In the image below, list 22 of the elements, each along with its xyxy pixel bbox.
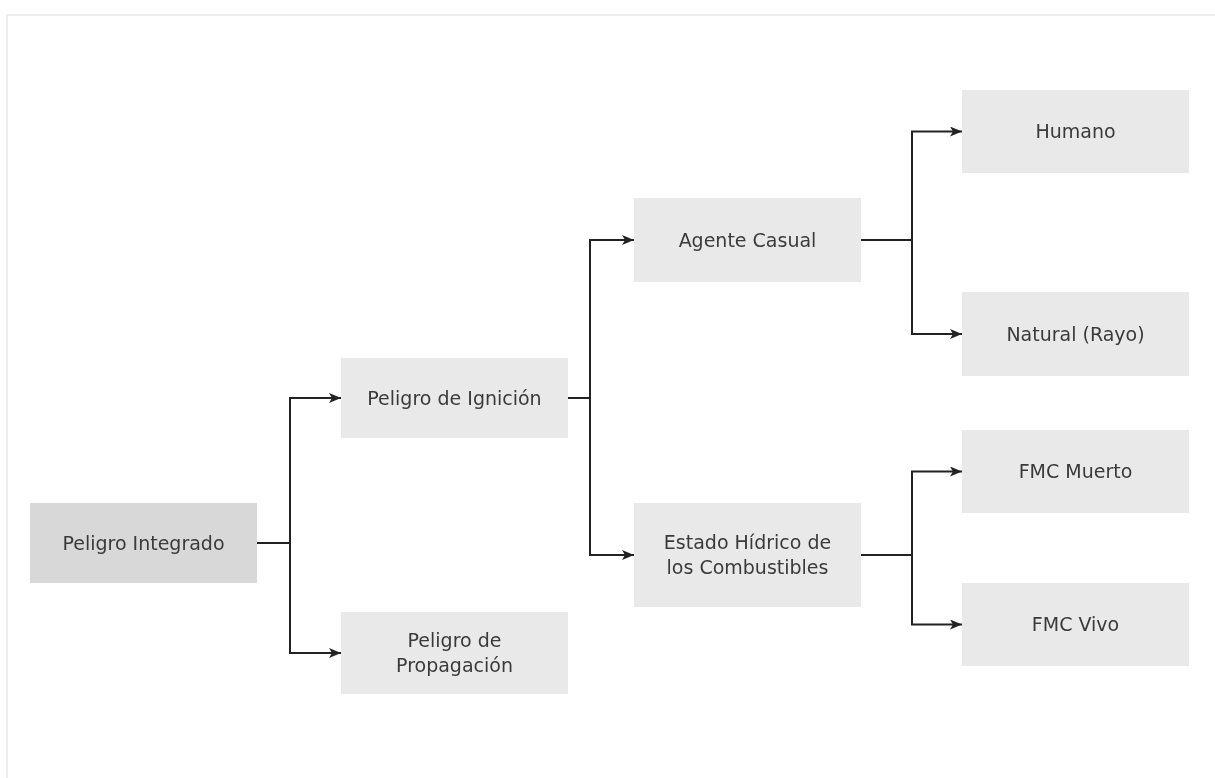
arrow: [860, 554, 963, 630]
process-box: [962, 292, 1189, 376]
box-label: Natural (Rayo): [1006, 321, 1145, 347]
arrow: [256, 542, 342, 658]
box-label: FMC Vivo: [1031, 612, 1120, 637]
process-box: [341, 612, 568, 694]
process-box: [962, 430, 1189, 513]
arrow: [860, 239, 963, 339]
box-label: Estado Hídrico de los Combustibles: [662, 530, 833, 580]
box-label: Peligro de Ignición: [367, 385, 542, 411]
process-box: [341, 358, 568, 438]
box-label: Peligro Integrado: [62, 530, 225, 556]
box-label: Agente Casual: [678, 227, 817, 253]
box-label: FMC Muerto: [1018, 459, 1133, 484]
process-box: [30, 503, 257, 583]
process-box: [962, 90, 1189, 173]
box-label: Humano: [1035, 119, 1116, 144]
process-box: [634, 198, 861, 282]
arrow: [567, 397, 635, 560]
box-label: Peligro de Propagación: [395, 628, 514, 678]
process-box: [634, 503, 861, 607]
process-box: [962, 583, 1189, 666]
